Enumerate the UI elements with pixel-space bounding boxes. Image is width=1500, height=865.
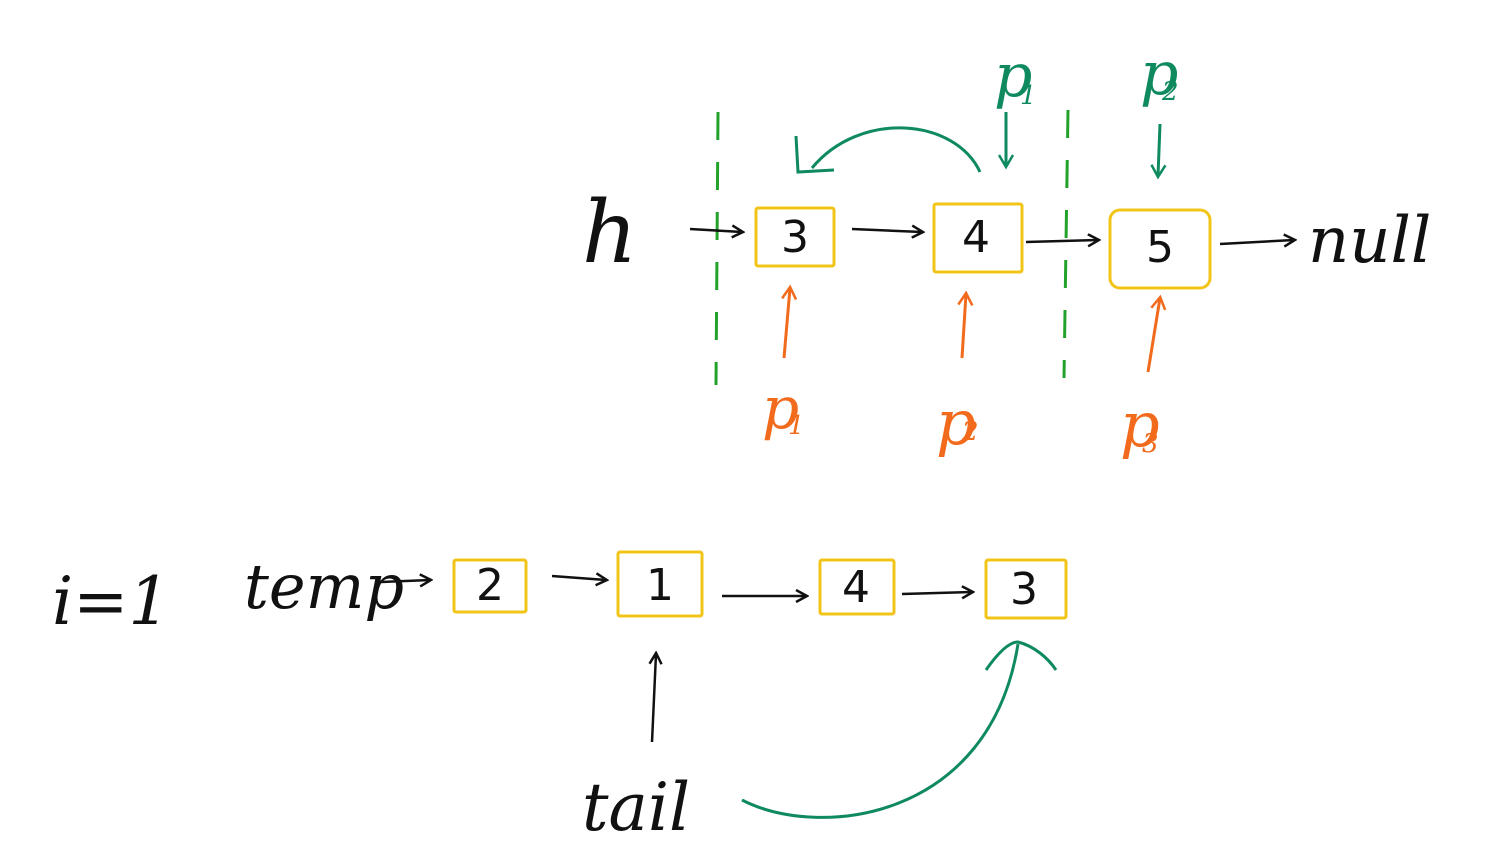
bottom-node-3: 3	[984, 558, 1068, 620]
green-tail-arrowhead	[984, 640, 1058, 671]
arrow-2-to-1	[551, 576, 606, 580]
dashed-separator-left	[714, 111, 720, 386]
orange-p2-letter: p	[936, 386, 976, 459]
orange-p3-letter: p	[1120, 388, 1160, 461]
arrow-5-to-null	[1219, 240, 1294, 244]
top-head-label: h	[582, 183, 637, 283]
top-node-3: 3	[754, 206, 836, 268]
orange-pointer-p3: p 3	[1120, 298, 1160, 461]
top-node-4: 4	[932, 202, 1024, 274]
bottom-node-4: 4	[818, 558, 896, 616]
bottom-node-2-value: 2	[476, 560, 504, 611]
orange-p1-sub: 1	[788, 411, 805, 441]
orange-p3-sub: 3	[1142, 429, 1159, 459]
green-reverse-arrowhead	[794, 135, 835, 174]
green-p1-letter: p	[994, 41, 1032, 111]
iteration-label: i=1	[52, 563, 170, 640]
dashed-separator-right	[1062, 109, 1070, 379]
top-node-4-value: 4	[962, 212, 990, 263]
tail-pointer-arrow	[652, 654, 656, 743]
orange-p2-sub: 2	[961, 417, 979, 447]
arrow-temp-to-node-2	[379, 580, 430, 582]
green-p1-sub: 1	[1020, 81, 1037, 111]
tail-label: tail	[582, 769, 690, 846]
orange-p1-letter: p	[762, 374, 799, 442]
green-reverse-arrow	[810, 126, 982, 173]
bottom-node-3-value: 3	[1010, 564, 1038, 615]
top-node-5-value: 5	[1146, 222, 1174, 273]
top-null-label: null	[1308, 204, 1431, 278]
bottom-node-4-value: 4	[842, 562, 870, 613]
arrow-3-to-4	[851, 229, 922, 232]
green-tail-curve	[741, 643, 1020, 819]
arrow-4-to-5	[1025, 240, 1098, 242]
green-p2-letter: p	[1140, 39, 1178, 109]
green-p2-sub: 2	[1161, 77, 1179, 107]
bottom-node-1-value: 1	[646, 560, 674, 611]
arrow-4-to-3	[901, 592, 972, 594]
green-pointer-p2: p 2	[1140, 39, 1179, 176]
green-pointer-p1: p 1	[994, 41, 1037, 166]
arrow-h-to-node-3	[689, 229, 742, 232]
bottom-head-label: temp	[244, 550, 404, 623]
top-node-3-value: 3	[781, 212, 809, 263]
orange-pointer-p1: p 1	[762, 288, 805, 442]
top-node-5: 5	[1108, 208, 1212, 290]
bottom-node-1: 1	[616, 550, 704, 618]
orange-pointer-p2: p 2	[936, 294, 979, 459]
bottom-node-2: 2	[452, 558, 528, 614]
